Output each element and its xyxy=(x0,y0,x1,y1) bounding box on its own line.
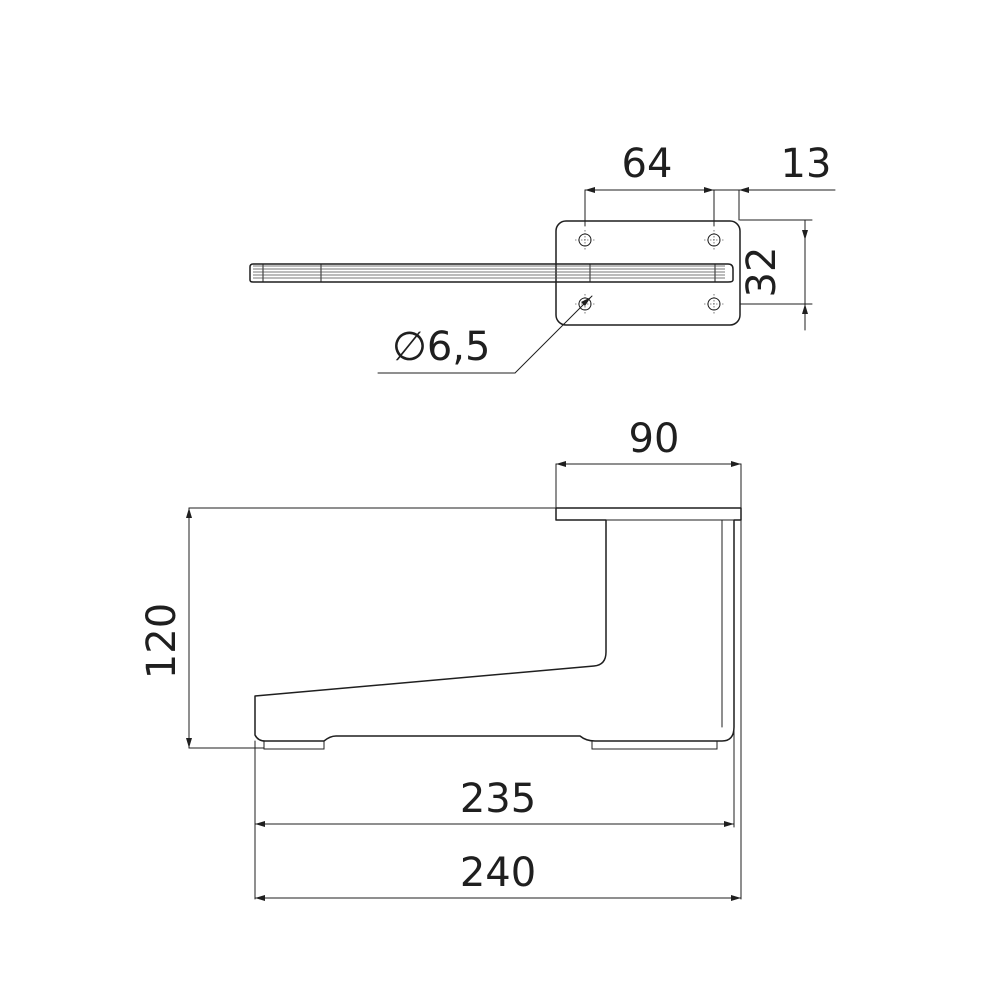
top-dimensions: 64 13 32 ∅6,5 xyxy=(377,141,836,374)
dimension-64: 64 xyxy=(622,141,673,187)
dimension-120: 120 xyxy=(139,603,185,679)
top-view: 64 13 32 ∅6,5 xyxy=(249,141,836,374)
top-hatching xyxy=(253,265,725,279)
dimension-32: 32 xyxy=(739,247,785,298)
dimension-235: 235 xyxy=(460,776,536,822)
side-view: 90 120 235 240 xyxy=(139,416,742,901)
dimension-240: 240 xyxy=(460,850,536,896)
dimension-90: 90 xyxy=(629,416,680,462)
top-arm xyxy=(249,263,734,283)
dimension-hole-diameter: ∅6,5 xyxy=(392,324,490,370)
side-dimensions: 90 120 235 240 xyxy=(139,416,742,901)
dimension-13: 13 xyxy=(781,141,832,187)
side-profile xyxy=(254,507,742,742)
top-mounting-plate xyxy=(555,220,741,326)
